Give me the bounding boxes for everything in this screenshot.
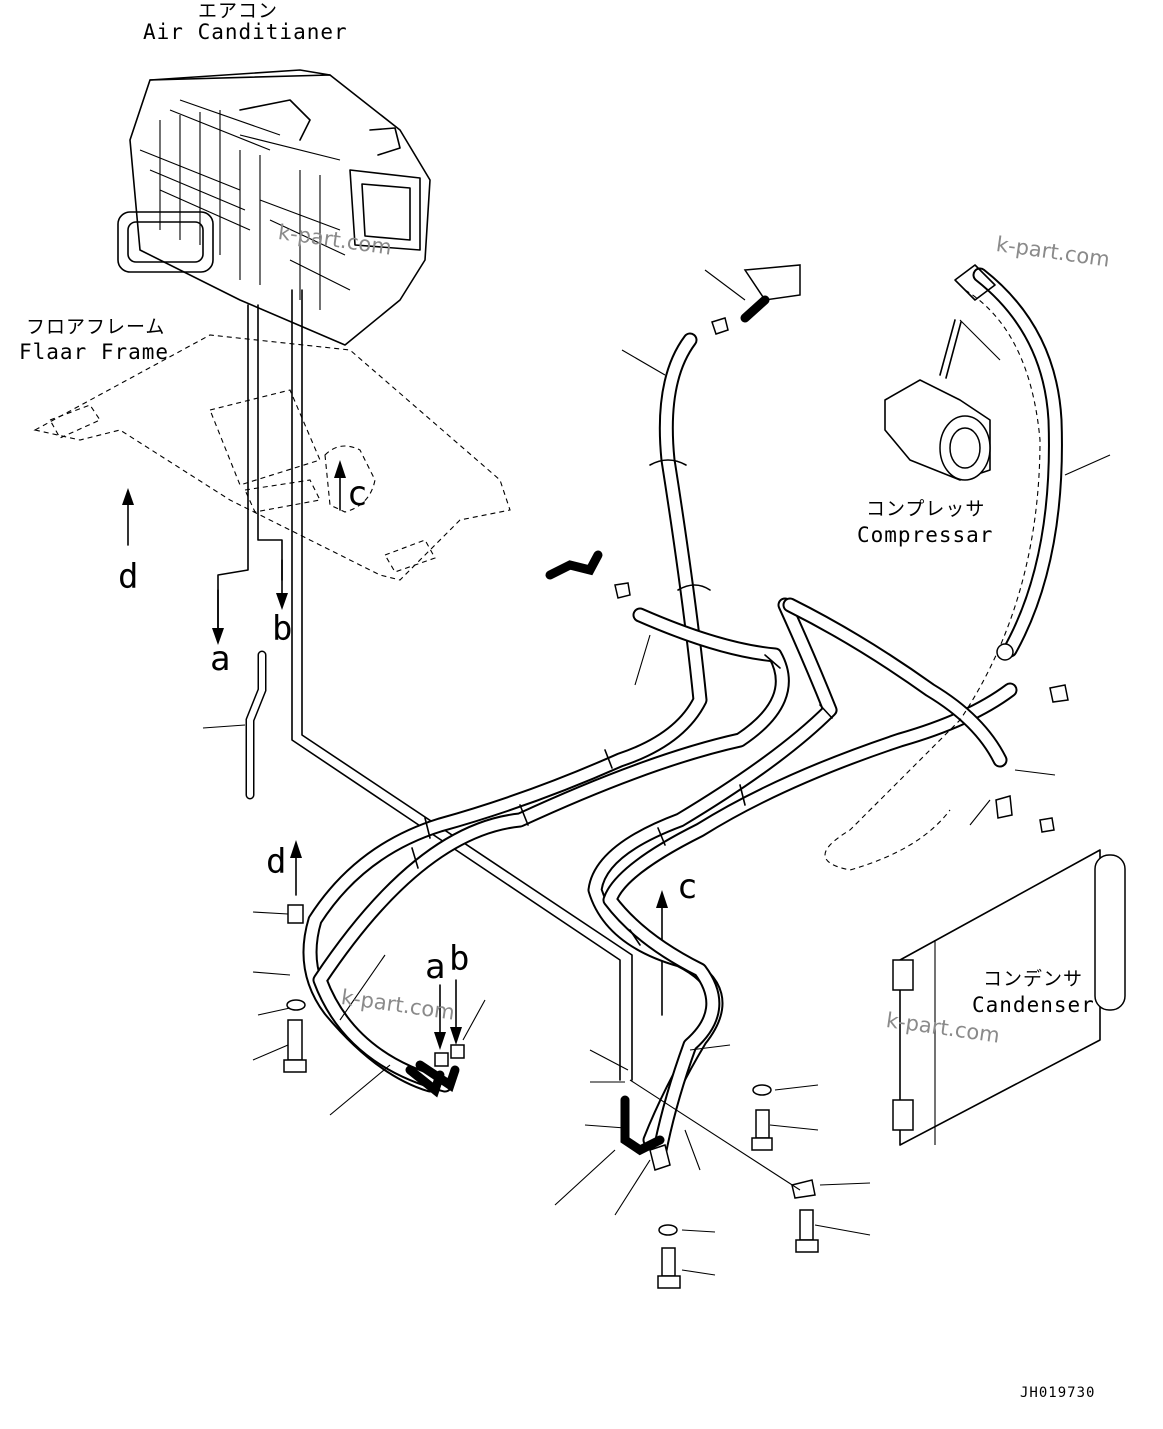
air-conditioner-label-en: Air Canditianer [143,20,348,44]
air-conditioner-label-jp: エアコン [198,0,279,22]
floor-frame-label-en: Flaar Frame [19,340,170,364]
connection-letter-b-drain: b [272,609,293,649]
refrigerant-hoses [302,267,1063,1158]
connection-letter-a-drain: a [210,639,231,679]
fittings-hardware [283,264,1069,1289]
floor-frame-label-jp: フロアフレーム [26,316,166,338]
connection-arrows [122,460,668,1050]
connection-letter-b-lower: b [449,939,470,979]
floor-frame-plate [33,334,511,581]
condenser-unit [892,849,1126,1146]
condenser-label-jp: コンデンサ [983,968,1084,990]
compressor-label-jp: コンプレッサ [866,498,986,520]
connection-letter-a-lower: a [425,947,446,987]
drawing-code: JH019730 [1020,1385,1096,1401]
compressor-unit [884,264,996,481]
compressor-label-en: Compressar [857,523,994,547]
hose-clamps [411,459,1014,946]
part-leader-lines [202,269,1111,1276]
connection-letter-c-floor: c [347,474,368,514]
connection-letter-c-lower: c [677,867,698,907]
condenser-label-en: Candenser [972,993,1095,1017]
air-conditioner-unit [117,69,431,346]
connection-letter-d-lower: d [266,842,287,882]
connection-letter-d-floor: d [118,557,139,597]
